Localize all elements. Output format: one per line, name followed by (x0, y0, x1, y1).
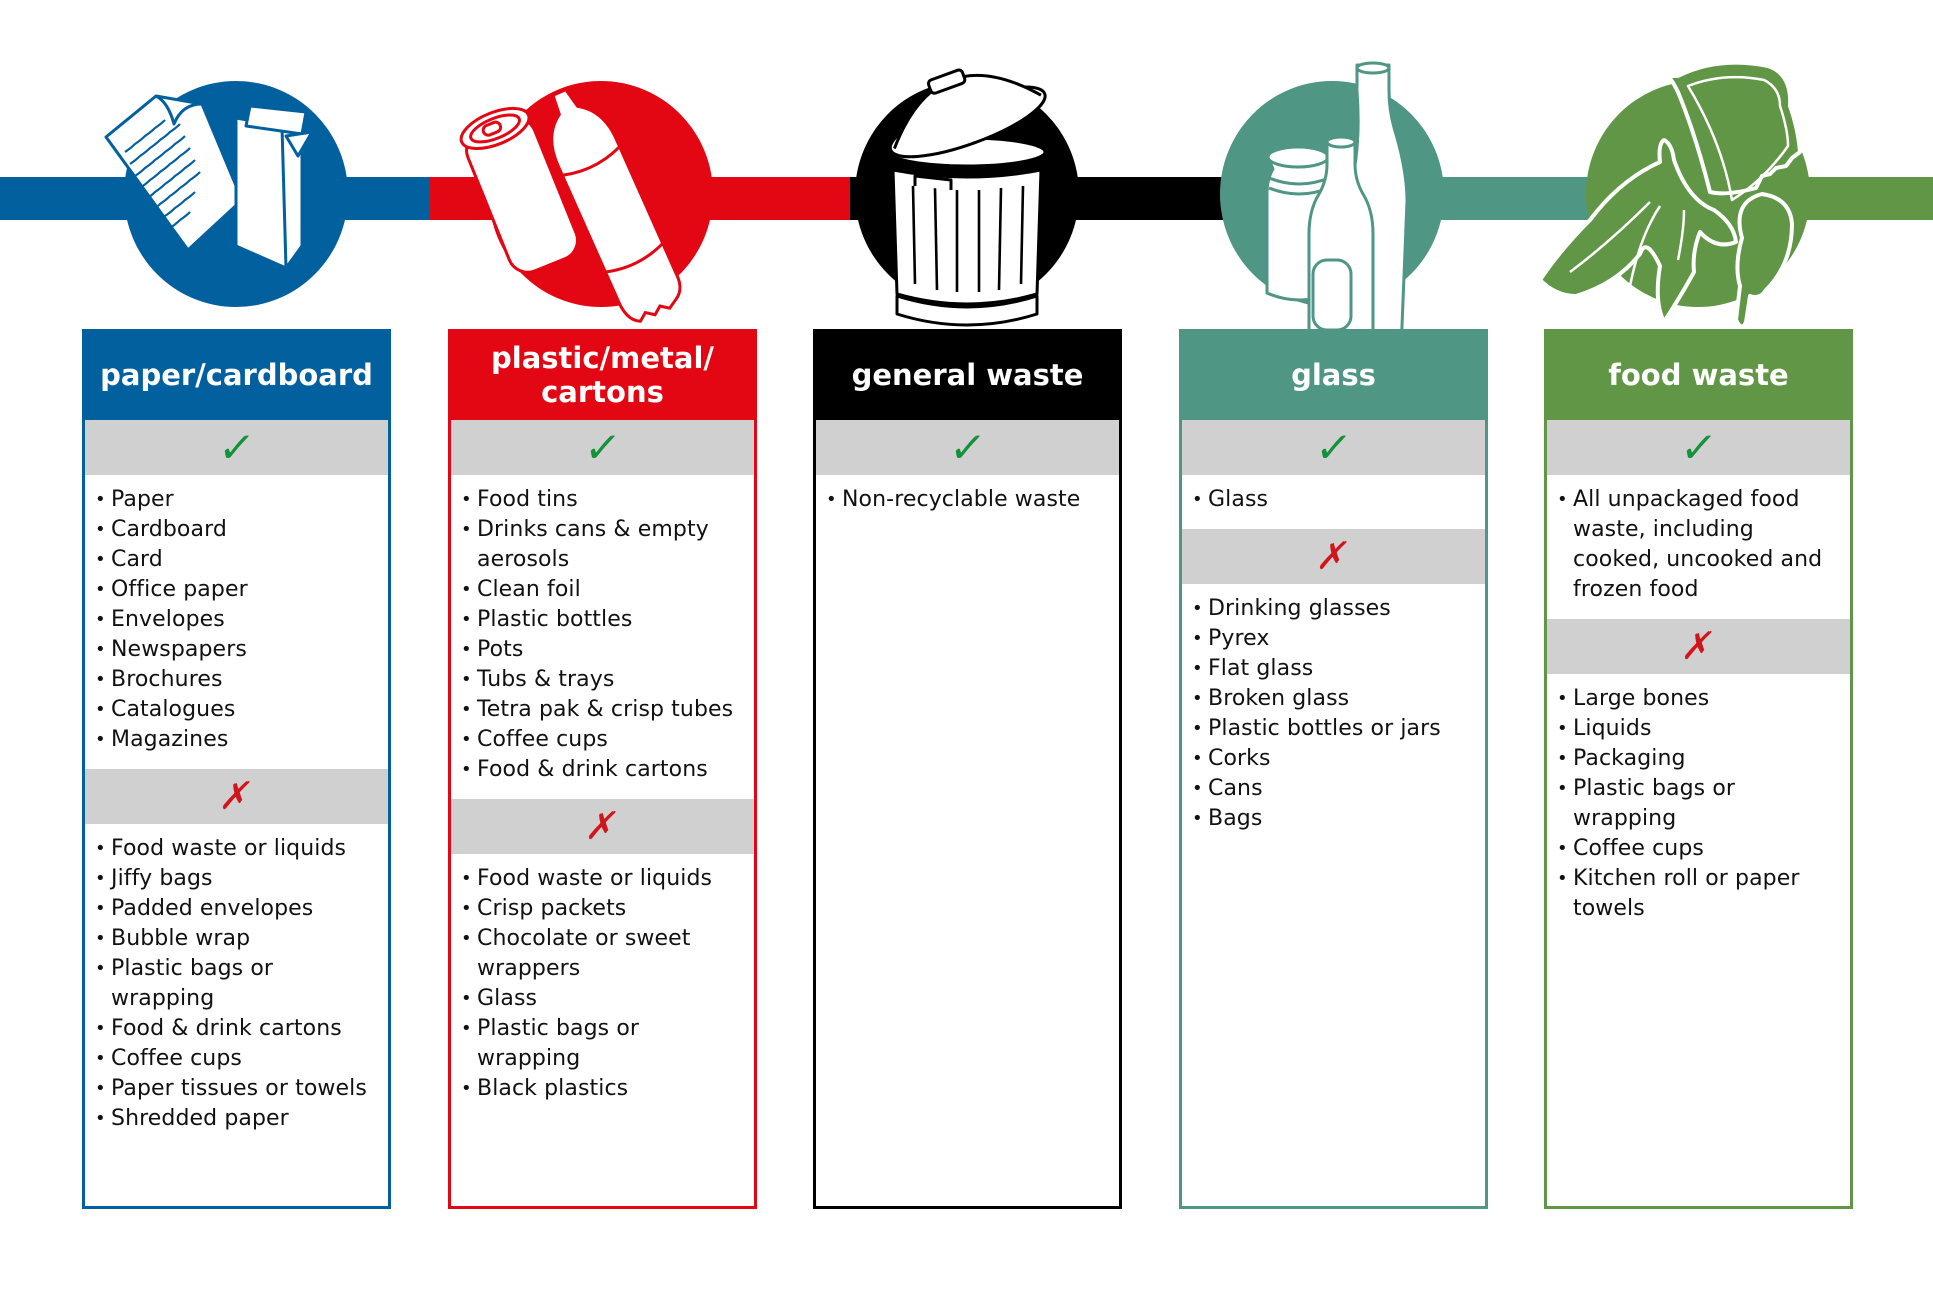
list-item: Kitchen roll or paper towels (1557, 864, 1840, 924)
accepted-bar: ✓ (85, 420, 388, 475)
dustbin-icon (887, 68, 1047, 327)
accepted-list: Food tinsDrinks cans & empty aerosolsCle… (451, 475, 754, 799)
list-item: Glass (461, 984, 744, 1014)
check-icon: ✓ (215, 422, 258, 472)
list-item: Cans (1192, 774, 1475, 804)
accepted-list: PaperCardboardCardOffice paperEnvelopesN… (85, 475, 388, 769)
check-icon: ✓ (581, 422, 624, 472)
rejected-bar: ✗ (1182, 529, 1485, 584)
list-item: Food & drink cartons (461, 755, 744, 785)
accepted-list: Non-recyclable waste (816, 475, 1119, 529)
list-item: Broken glass (1192, 684, 1475, 714)
list-item: Pots (461, 635, 744, 665)
column-plastic: plastic/metal/ cartons ✓ Food tinsDrinks… (448, 329, 757, 1209)
list-item: Plastic bottles (461, 605, 744, 635)
jar-and-bottles-icon (1265, 61, 1409, 394)
column-header-paper: paper/cardboard (82, 329, 391, 420)
column-header-food: food waste (1544, 329, 1853, 420)
list-item: Tetra pak & crisp tubes (461, 695, 744, 725)
can-and-plastic-bottle-icon (459, 87, 682, 323)
accepted-bar: ✓ (816, 420, 1119, 475)
list-item: Envelopes (95, 605, 378, 635)
column-header-glass: glass (1179, 329, 1488, 420)
rejected-list: Food waste or liquidsCrisp packetsChocol… (451, 854, 754, 1118)
cross-icon: ✗ (1678, 624, 1719, 668)
check-icon: ✓ (1677, 422, 1720, 472)
list-item: Crisp packets (461, 894, 744, 924)
list-item: Coffee cups (461, 725, 744, 755)
rejected-bar: ✗ (85, 769, 388, 824)
list-item: Padded envelopes (95, 894, 378, 924)
list-item: Shredded paper (95, 1104, 378, 1134)
list-item: Brochures (95, 665, 378, 695)
cross-icon: ✗ (216, 774, 257, 818)
accepted-list: Glass (1182, 475, 1485, 529)
column-paper: paper/cardboard ✓ PaperCardboardCardOffi… (82, 329, 391, 1209)
column-title: general waste (851, 357, 1084, 392)
list-item: Bags (1192, 804, 1475, 834)
column-glass: glass ✓ Glass ✗ Drinking glassesPyrexFla… (1179, 329, 1488, 1209)
paper-and-cardboard-box-icon (104, 94, 314, 270)
column-general: general waste ✓ Non-recyclable waste (813, 329, 1122, 1209)
column-title: paper/cardboard (100, 357, 373, 392)
rejected-list: Large bonesLiquidsPackagingPlastic bags … (1547, 674, 1850, 938)
list-item: Magazines (95, 725, 378, 755)
rejected-bar: ✗ (1547, 619, 1850, 674)
list-item: Bubble wrap (95, 924, 378, 954)
list-item: Card (95, 545, 378, 575)
column-title: glass (1291, 357, 1376, 392)
cross-icon: ✗ (1313, 534, 1354, 578)
list-item: Plastic bags or wrapping (95, 954, 378, 1014)
list-item: Catalogues (95, 695, 378, 725)
list-item: Black plastics (461, 1074, 744, 1104)
check-icon: ✓ (1312, 422, 1355, 472)
column-header-general: general waste (813, 329, 1122, 420)
list-item: Plastic bottles or jars (1192, 714, 1475, 744)
list-item: Coffee cups (95, 1044, 378, 1074)
list-item: Paper (95, 485, 378, 515)
list-item: Plastic bags or wrapping (461, 1014, 744, 1074)
list-item: Cardboard (95, 515, 378, 545)
rejected-list: Drinking glassesPyrexFlat glassBroken gl… (1182, 584, 1485, 848)
list-item: Glass (1192, 485, 1475, 515)
list-item: Food tins (461, 485, 744, 515)
list-item: Large bones (1557, 684, 1840, 714)
rejected-bar: ✗ (451, 799, 754, 854)
rejected-list: Food waste or liquidsJiffy bagsPadded en… (85, 824, 388, 1148)
accepted-list: All unpackaged food waste, including coo… (1547, 475, 1850, 619)
list-item: All unpackaged food waste, including coo… (1557, 485, 1840, 605)
list-item: Corks (1192, 744, 1475, 774)
list-item: Pyrex (1192, 624, 1475, 654)
list-item: Tubs & trays (461, 665, 744, 695)
accepted-bar: ✓ (1547, 420, 1850, 475)
column-food: food waste ✓ All unpackaged food waste, … (1544, 329, 1853, 1209)
list-item: Food waste or liquids (95, 834, 378, 864)
list-item: Plastic bags or wrapping (1557, 774, 1840, 834)
list-item: Flat glass (1192, 654, 1475, 684)
list-item: Non-recyclable waste (826, 485, 1109, 515)
list-item: Liquids (1557, 714, 1840, 744)
list-item: Chocolate or sweet wrappers (461, 924, 744, 984)
cross-icon: ✗ (582, 804, 623, 848)
column-title: plastic/metal/ cartons (491, 340, 714, 409)
bread-banana-chicken-icon (1538, 60, 1802, 329)
list-item: Paper tissues or towels (95, 1074, 378, 1104)
column-title: food waste (1608, 357, 1789, 392)
column-header-plastic: plastic/metal/ cartons (448, 329, 757, 420)
list-item: Food waste or liquids (461, 864, 744, 894)
list-item: Drinking glasses (1192, 594, 1475, 624)
list-item: Packaging (1557, 744, 1840, 774)
list-item: Clean foil (461, 575, 744, 605)
list-item: Drinks cans & empty aerosols (461, 515, 744, 575)
list-item: Newspapers (95, 635, 378, 665)
accepted-bar: ✓ (1182, 420, 1485, 475)
list-item: Coffee cups (1557, 834, 1840, 864)
list-item: Food & drink cartons (95, 1014, 378, 1044)
list-item: Jiffy bags (95, 864, 378, 894)
list-item: Office paper (95, 575, 378, 605)
check-icon: ✓ (946, 422, 989, 472)
accepted-bar: ✓ (451, 420, 754, 475)
